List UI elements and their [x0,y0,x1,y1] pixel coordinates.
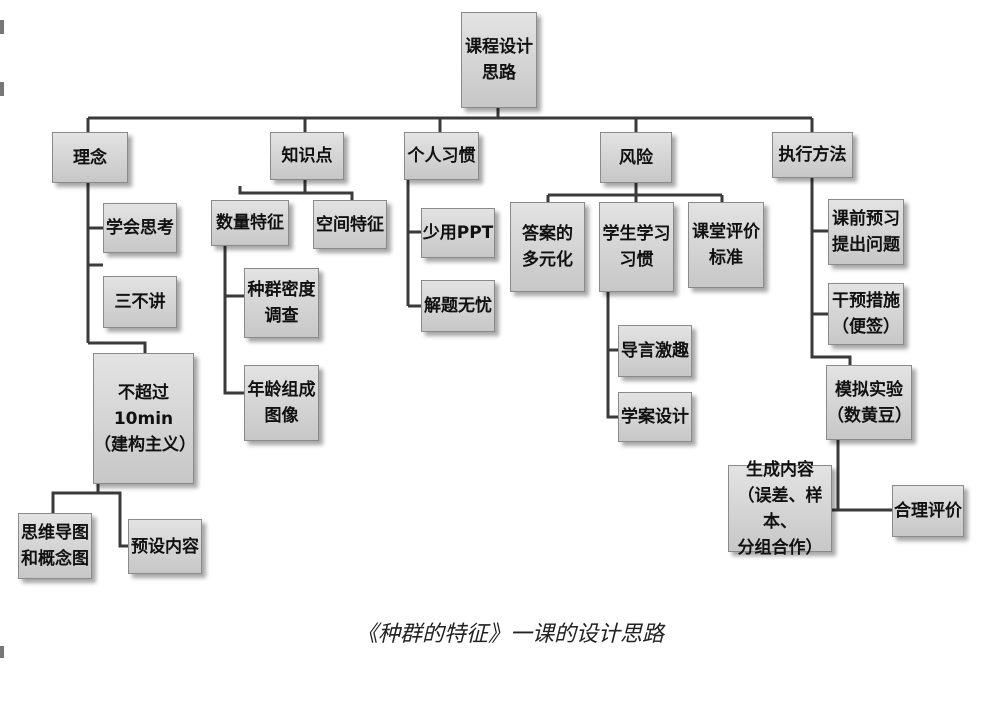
node-nianling-zucheng: 年龄组成 图像 [244,365,319,441]
branch-linian: 理念 [52,132,128,183]
branch-gerenxiguan: 个人习惯 [404,132,479,180]
node-daan-duoyuan: 答案的 多元化 [510,202,585,292]
node-shengcheng-neirong: 生成内容 （误差、样本、 分组合作） [728,460,832,558]
node-shuliang-tezheng: 数量特征 [211,200,289,246]
node-daoyan-jiqu: 导言激趣 [618,325,692,377]
node-midu-diaocha: 种群密度 调查 [244,268,319,338]
node-san-bu-jiang: 三不讲 [103,276,177,328]
branch-fengxian: 风险 [600,132,672,183]
figure-caption: 《种群的特征》一课的设计思路 [355,622,664,647]
node-xuehui-sikao: 学会思考 [103,203,177,253]
node-moni-shiyan: 模拟实验 （数黄豆） [826,365,912,440]
edge-mark [0,646,4,658]
node-heli-pingjia: 合理评价 [892,485,964,537]
root-node: 课程设计 思路 [461,12,537,108]
node-xuean-sheji: 学案设计 [618,392,692,442]
node-ketang-pingjia: 课堂评价 标准 [688,202,764,288]
branch-zhishidian: 知识点 [270,132,344,180]
node-bu-chaoguo: 不超过10min （建构主义） [93,353,196,484]
branch-zhixingfangfa: 执行方法 [772,132,853,178]
node-siwei-daotu: 思维导图 和概念图 [18,513,92,579]
node-xuesheng-xuexi: 学生学习 习惯 [599,202,674,292]
edge-mark [0,82,4,96]
node-keqian-yuxi: 课前预习 提出问题 [828,199,904,265]
node-yushe-neirong: 预设内容 [128,519,202,574]
edge-mark [0,20,4,34]
node-shaoyong-ppt: 少用PPT [421,208,495,258]
node-ganyu-cuoshi: 干预措施 （便签） [828,283,904,345]
node-kongjian-tezheng: 空间特征 [313,200,387,249]
node-jieti-wuyou: 解题无忧 [421,280,495,332]
